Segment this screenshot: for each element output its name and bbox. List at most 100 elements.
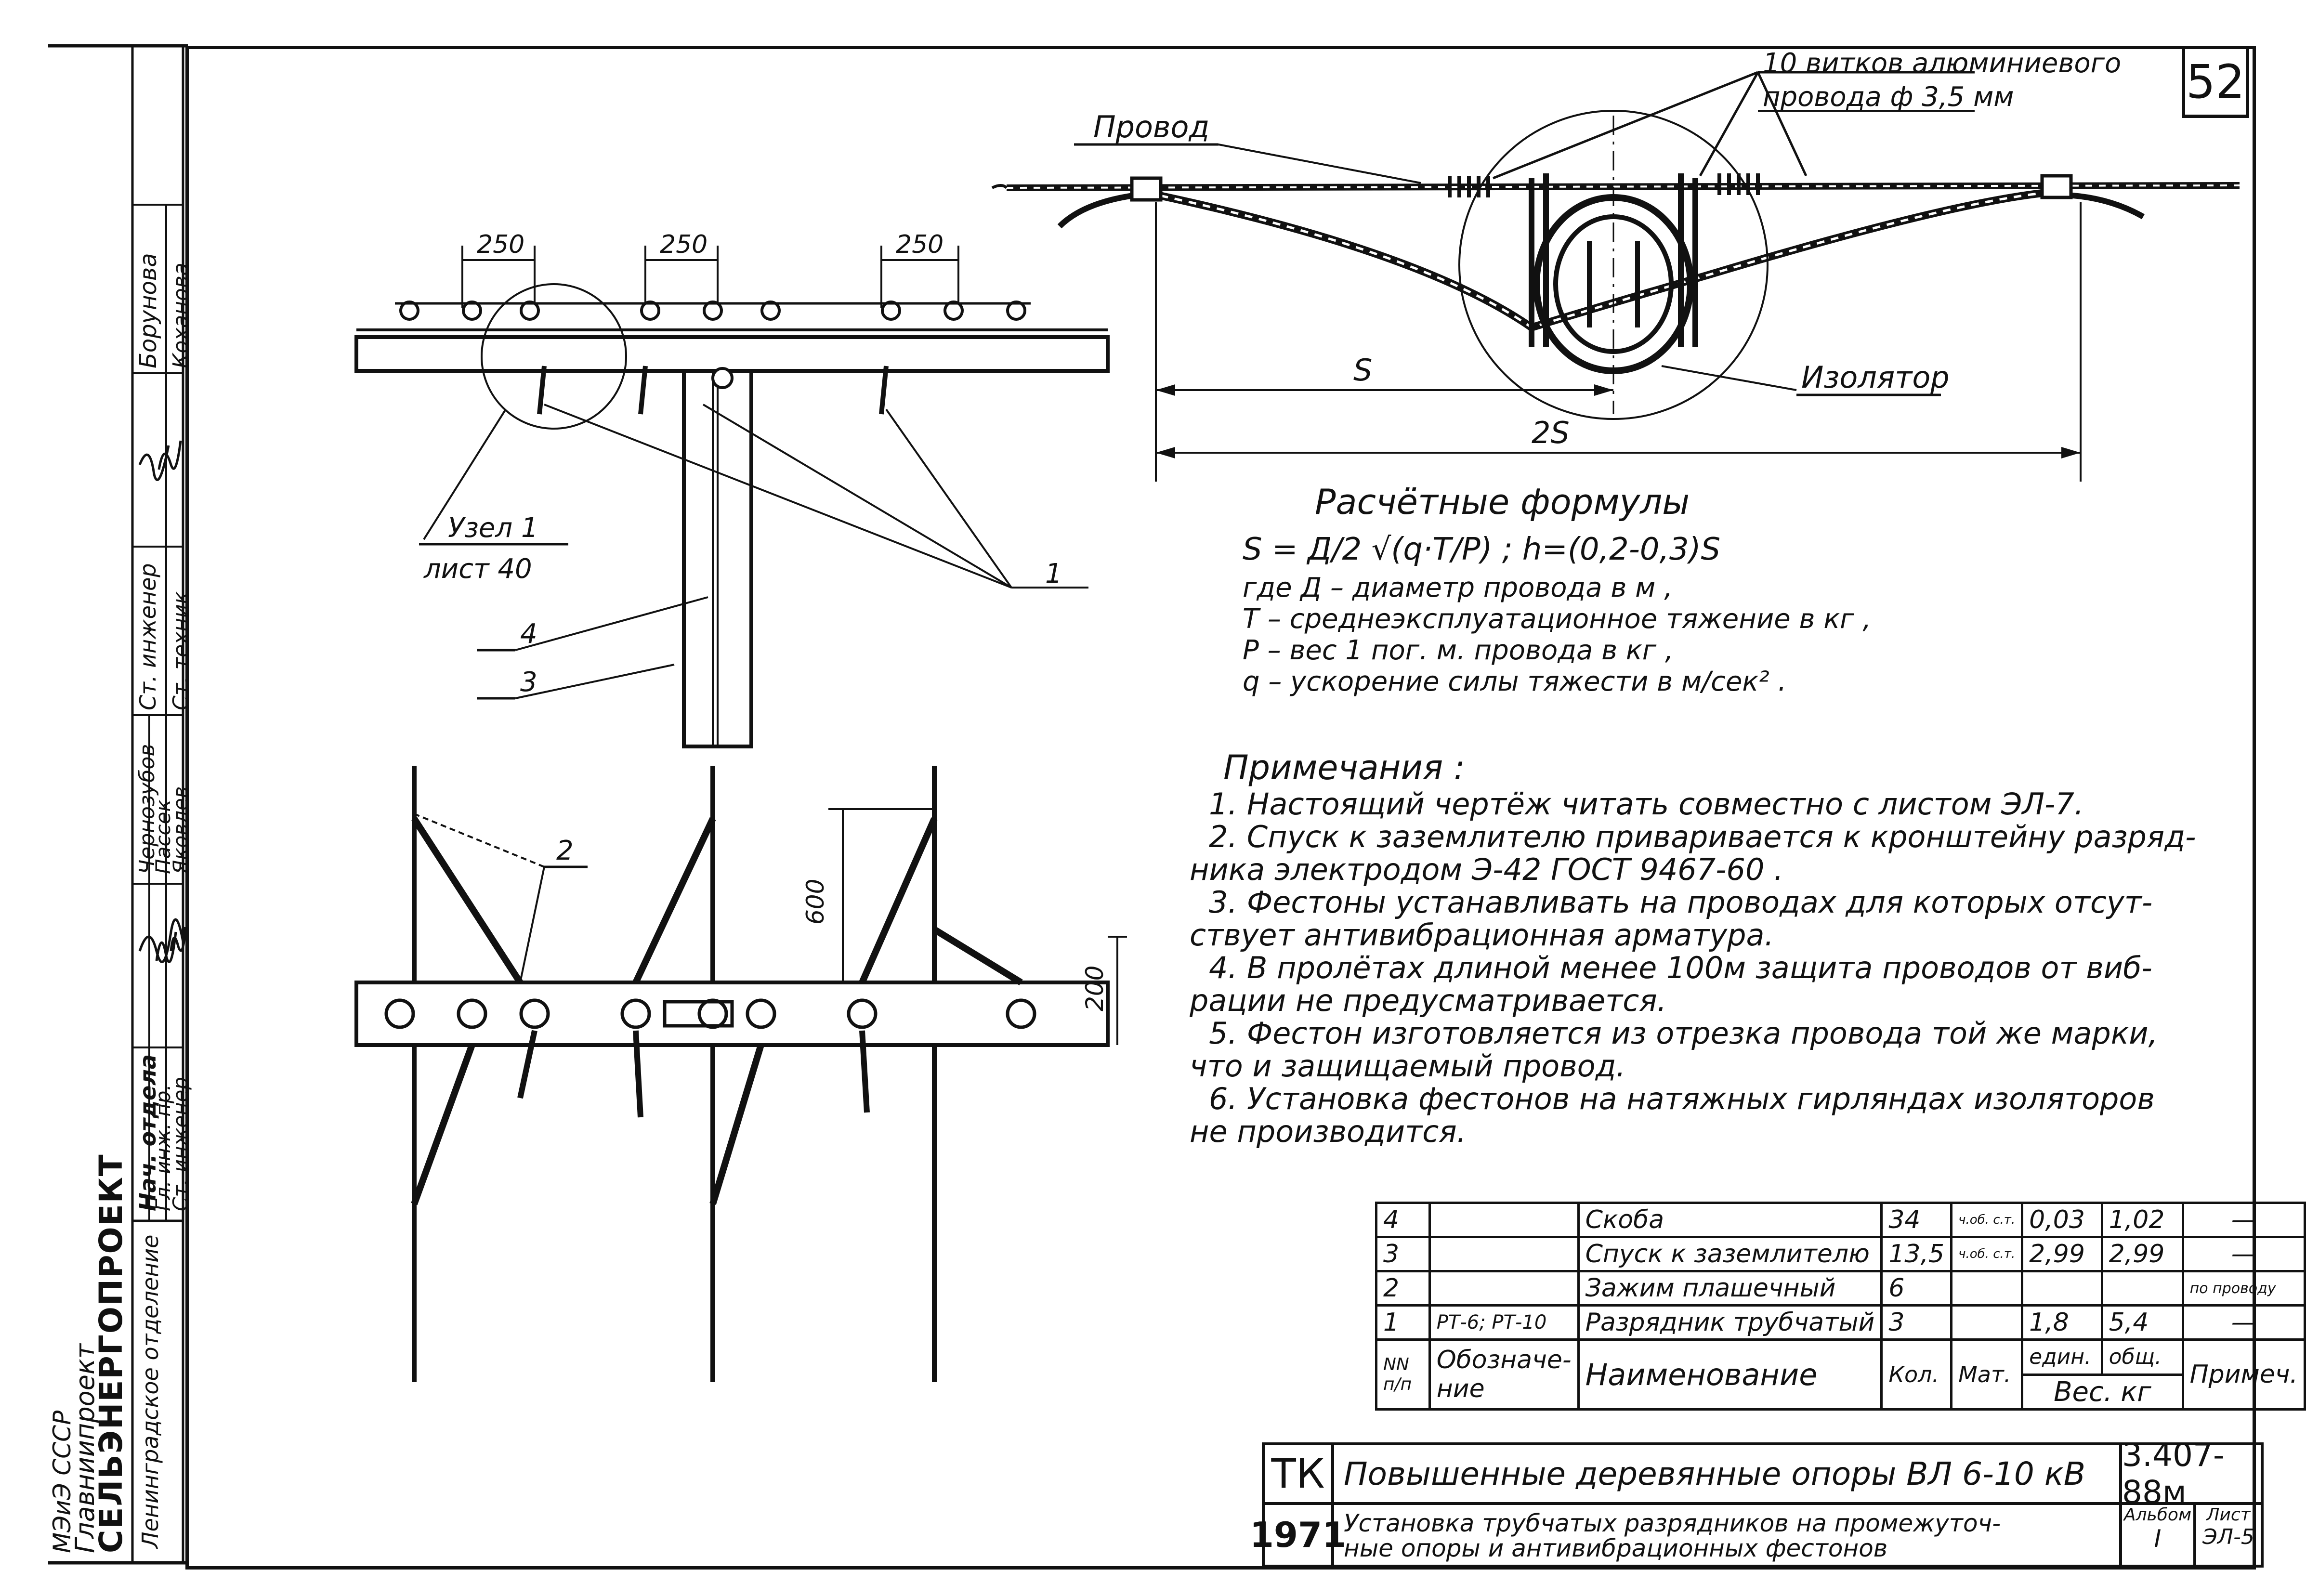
insulator-label: Изолятор (1801, 360, 1950, 395)
dim-250-a: 250 (477, 230, 524, 259)
stamp-role-st-inzh: Ст. инженер (169, 1077, 192, 1211)
callout-4: 4 (520, 618, 537, 650)
cell: 1 (1375, 1304, 1431, 1341)
table-header-row: NN п/п Обозначе- ние Наименование Кол. М… (1375, 1338, 2306, 1411)
cell (1950, 1304, 2024, 1341)
arresters (537, 366, 889, 415)
table-header-row: Вес. кг (1376, 1373, 2305, 1411)
specification-table: 4 Скоба 34 ч.об. с.т. 0,03 1,02 — 3 Спус… (1375, 1202, 2306, 1411)
header-weight: Вес. кг (2021, 1373, 2184, 1411)
sheet-value: ЭЛ-5 (2202, 1525, 2254, 1549)
cell: по проводу (2181, 1270, 2306, 1307)
festoon-loop (1145, 189, 2047, 332)
callout-3: 3 (520, 667, 537, 698)
cell (1428, 1236, 1580, 1272)
cell: 4 (1375, 1202, 1431, 1238)
cell: 2 (1375, 1270, 1431, 1307)
stamp-name-yakovlev: Яковлев (169, 786, 192, 874)
cell: Спуск к заземлителю (1577, 1236, 1883, 1272)
tb-year: 1971 (1250, 1502, 1346, 1568)
cell: 2,99 (2100, 1236, 2184, 1272)
tb-subtitle: Установка трубчатых разрядников на проме… (1331, 1502, 2122, 1568)
crossarm (354, 335, 1110, 373)
dim-2s: 2S (1532, 415, 1570, 450)
plan-arrester-tubes (517, 1030, 870, 1118)
table-row: 3 Спуск к заземлителю 13,5 ч.об. с.т. 2,… (1375, 1236, 2306, 1272)
note-line: ника электродом Э-42 ГОСТ 9467-60 . (1190, 852, 1783, 887)
notes-block: Примечания : 1. Настоящий чертёж читать … (1190, 751, 2240, 1148)
cell: 1,8 (2021, 1304, 2103, 1341)
table-row: 2 Зажим плашечный 6 по проводу (1375, 1270, 2306, 1307)
cell: 2,99 (2021, 1236, 2103, 1272)
cell: 34 (1880, 1202, 1953, 1238)
sheet-number-box: 52 (2182, 46, 2249, 118)
tk-label: ТК (1271, 1450, 1325, 1497)
cell: Разрядник трубчатый (1577, 1304, 1883, 1341)
note-line: что и защищаемый провод. (1190, 1048, 1626, 1084)
subtitle-line-1: Установка трубчатых разрядников на проме… (1344, 1509, 2001, 1537)
header-name: Наименование (1577, 1338, 1883, 1411)
cell: Зажим плашечный (1577, 1270, 1883, 1307)
header-mat: Мат. (1950, 1338, 2024, 1411)
note-line: ствует антивибрационная арматура. (1190, 917, 1774, 953)
tb-sheet: Лист ЭЛ-5 (2193, 1502, 2264, 1568)
plan-wires (412, 766, 937, 1382)
album-label: Альбом (2123, 1505, 2192, 1525)
clamp-left (1130, 176, 1163, 202)
dim-250-c: 250 (896, 230, 943, 259)
crossarm-elevation: 250 250 250 Узел 1 лист 40 (354, 230, 1110, 748)
header-qty: Кол. (1880, 1338, 1953, 1411)
stamp-name-borunova: Борунова (135, 253, 162, 368)
turns-label-2: провода ф 3,5 мм (1763, 81, 2014, 113)
note-line: 4. В пролётах длиной менее 100м защита п… (1209, 950, 2152, 985)
cell (2100, 1270, 2184, 1307)
node-sheet-label: лист 40 (423, 553, 532, 585)
cell: — (2181, 1236, 2306, 1272)
cell (1950, 1270, 2024, 1307)
note-line: 1. Настоящий чертёж читать совместно с л… (1209, 786, 2084, 822)
tb-album: Альбом I (2119, 1502, 2196, 1568)
sheet-label: Лист (2206, 1505, 2251, 1525)
callout-2: 2 (556, 835, 574, 866)
left-stamp: МЭиЭ СССР Главниипроект СЕЛЬЭНЕРГОПРОЕКТ… (48, 44, 193, 1565)
formula-line-4: q – ускорение силы тяжести в м/сек² . (1243, 666, 1787, 697)
cell: — (2181, 1304, 2306, 1341)
header-note: Примеч. (2181, 1338, 2306, 1411)
dim-600: 600 (801, 879, 829, 925)
note-line: 2. Спуск к заземлителю приваривается к к… (1209, 819, 2196, 854)
header-unit: един. (2021, 1338, 2103, 1376)
cell: 1,02 (2100, 1202, 2184, 1238)
stamp-name-kohanova: Коханова (169, 262, 193, 368)
stamp-org3: СЕЛЬЭНЕРГОПРОЕКТ (92, 1153, 130, 1553)
formula-line-1: где Д – диаметр провода в м , (1243, 572, 1673, 603)
cell (2021, 1270, 2103, 1307)
dim-250-b: 250 (660, 230, 708, 259)
table-row: 4 Скоба 34 ч.об. с.т. 0,03 1,02 — (1375, 1202, 2306, 1238)
notes-title: Примечания : (1223, 748, 1465, 787)
cell (1428, 1202, 1580, 1238)
formulas-block: Расчётные формулы S = Д/2 √(q·T/P) ; h=(… (1243, 482, 2061, 697)
coils (1448, 173, 1760, 197)
left-stamp-lines (48, 44, 188, 1565)
cell: 5,4 (2100, 1304, 2184, 1341)
dim-s: S (1353, 353, 1372, 388)
sheet-number: 52 (2186, 55, 2245, 109)
cell: ч.об. с.т. (1950, 1202, 2024, 1238)
formula-line-2: T – среднеэксплуатационное тяжение в кг … (1243, 603, 1872, 635)
insulators (399, 301, 1026, 321)
tb-title: Повышенные деревянные опоры ВЛ 6-10 кВ (1331, 1442, 2122, 1505)
tb-tk: ТК (1262, 1442, 1334, 1505)
wire-label: Провод (1093, 109, 1209, 144)
formulas-title: Расчётные формулы (1315, 482, 1690, 522)
subtitle-line-2: ные опоры и антивибрационных фестонов (1344, 1534, 1888, 1562)
cell (1428, 1270, 1580, 1307)
title-block: ТК 1971 Повышенные деревянные опоры ВЛ 6… (1250, 1437, 2264, 1568)
header-num: NN п/п (1375, 1338, 1431, 1411)
album-value: I (2154, 1525, 2162, 1553)
header-designation: Обозначе- ние (1428, 1338, 1580, 1411)
cell: 13,5 (1880, 1236, 1953, 1272)
cell: РТ-6; РТ-10 (1428, 1304, 1580, 1341)
table-row: 1 РТ-6; РТ-10 Разрядник трубчатый 3 1,8 … (1375, 1304, 2306, 1341)
document-title: Повышенные деревянные опоры ВЛ 6-10 кВ (1344, 1455, 2086, 1492)
